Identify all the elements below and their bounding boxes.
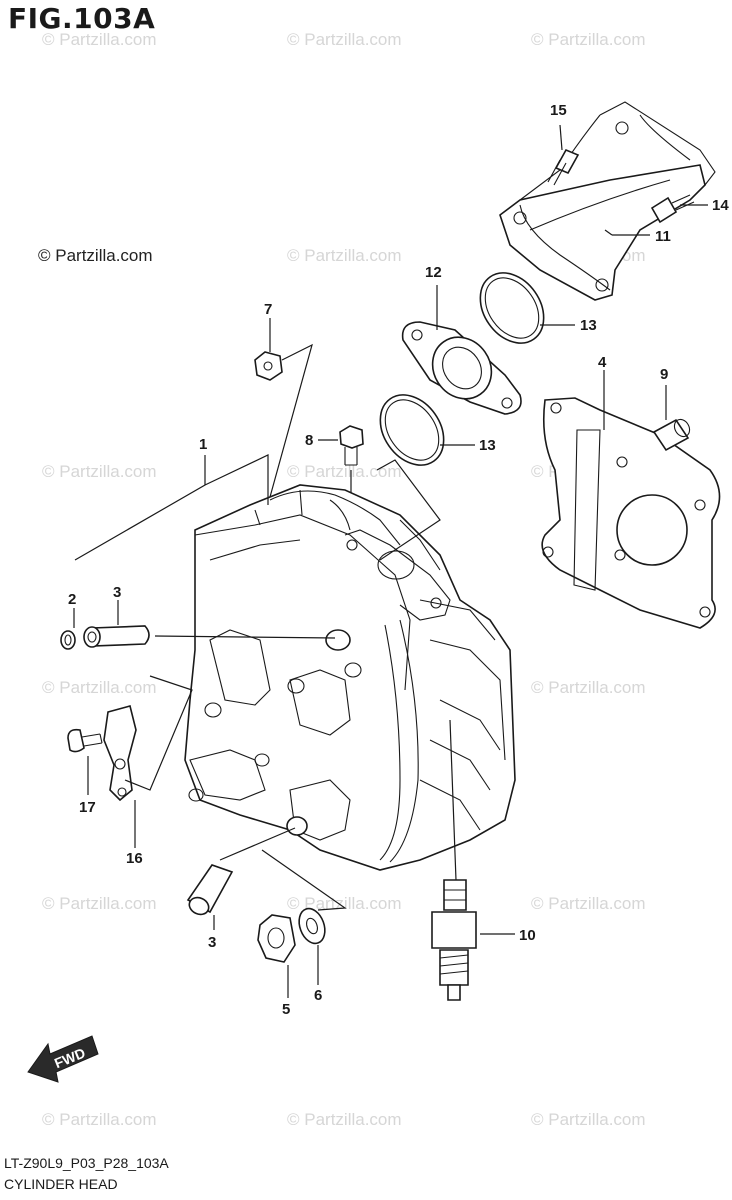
callout-7: 7: [264, 301, 272, 318]
watermark: © Partzilla.com: [287, 1110, 402, 1129]
leader-part-13-lower: [376, 459, 441, 561]
part-3-pin-lower[interactable]: [186, 827, 296, 930]
part-2-clip[interactable]: [60, 608, 76, 650]
part-9-dowel[interactable]: [652, 385, 693, 452]
watermark: © Partzilla.com: [287, 462, 402, 481]
part-7-nut[interactable]: [254, 318, 313, 498]
part-14-bolt[interactable]: [650, 194, 708, 224]
part-4-cylinder-gasket[interactable]: [541, 370, 721, 629]
callout-9: 9: [660, 366, 668, 383]
callout-10: 10: [519, 927, 536, 944]
watermark: © Partzilla.com: [287, 30, 402, 49]
watermark: © Partzilla.com: [42, 894, 157, 913]
watermark: © Partzilla.com: [42, 462, 157, 481]
drawing-name: CYLINDER HEAD: [4, 1176, 118, 1192]
watermark: © Partzilla.com: [531, 678, 646, 697]
part-15-bolt[interactable]: [547, 124, 580, 186]
callout-2: 2: [68, 591, 76, 608]
callout-11: 11: [655, 228, 671, 245]
watermark: © Partzilla.com: [531, 30, 646, 49]
callout-15: 15: [550, 102, 567, 119]
part-3-pin-upper[interactable]: [83, 600, 336, 648]
callout-6: 6: [314, 987, 322, 1004]
callout-13-lower: 13: [479, 437, 496, 454]
part-13-oring-upper[interactable]: [467, 261, 575, 355]
watermark: © Partzilla.com: [287, 894, 402, 913]
watermark: © Partzilla.com: [42, 30, 157, 49]
part-1-cylinder-head[interactable]: [184, 484, 516, 871]
watermark: © Partzilla.com: [287, 246, 402, 265]
part-11-tube[interactable]: [499, 101, 716, 301]
callout-3-lower: 3: [208, 934, 216, 951]
part-13-oring-lower[interactable]: [367, 383, 475, 477]
drawing-code: LT-Z90L9_P03_P28_103A: [4, 1155, 169, 1171]
callout-12: 12: [425, 264, 442, 281]
part-6-washer[interactable]: [261, 849, 347, 985]
watermark: © Partzilla.com: [42, 678, 157, 697]
part-5-nut[interactable]: [257, 914, 296, 998]
callout-3-upper: 3: [113, 584, 121, 601]
leader-part-11b: [604, 229, 613, 236]
part-17-bolt[interactable]: [67, 728, 103, 795]
callout-4: 4: [598, 354, 607, 371]
callout-1: 1: [199, 436, 207, 453]
figure-title: FIG.103A: [8, 2, 156, 35]
callout-5: 5: [282, 1001, 290, 1018]
watermark: © Partzilla.com: [42, 1110, 157, 1129]
fwd-label: FWD: [52, 1045, 88, 1072]
leader-part-1: [74, 454, 269, 561]
part-10-spark-plug[interactable]: [431, 719, 515, 1001]
callout-17: 17: [79, 799, 96, 816]
callout-13-upper: 13: [580, 317, 597, 334]
callout-14: 14: [712, 197, 729, 214]
part-12-flange[interactable]: [401, 285, 522, 415]
fwd-arrow-icon: FWD: [27, 1035, 99, 1083]
partzilla-watermark: © Partzilla.com: [38, 246, 153, 265]
callout-16: 16: [126, 850, 143, 867]
watermark: © Partzilla.com: [531, 894, 646, 913]
part-16-bracket[interactable]: [103, 675, 193, 848]
watermark: © Partzilla.com: [531, 1110, 646, 1129]
callout-8: 8: [305, 432, 313, 449]
